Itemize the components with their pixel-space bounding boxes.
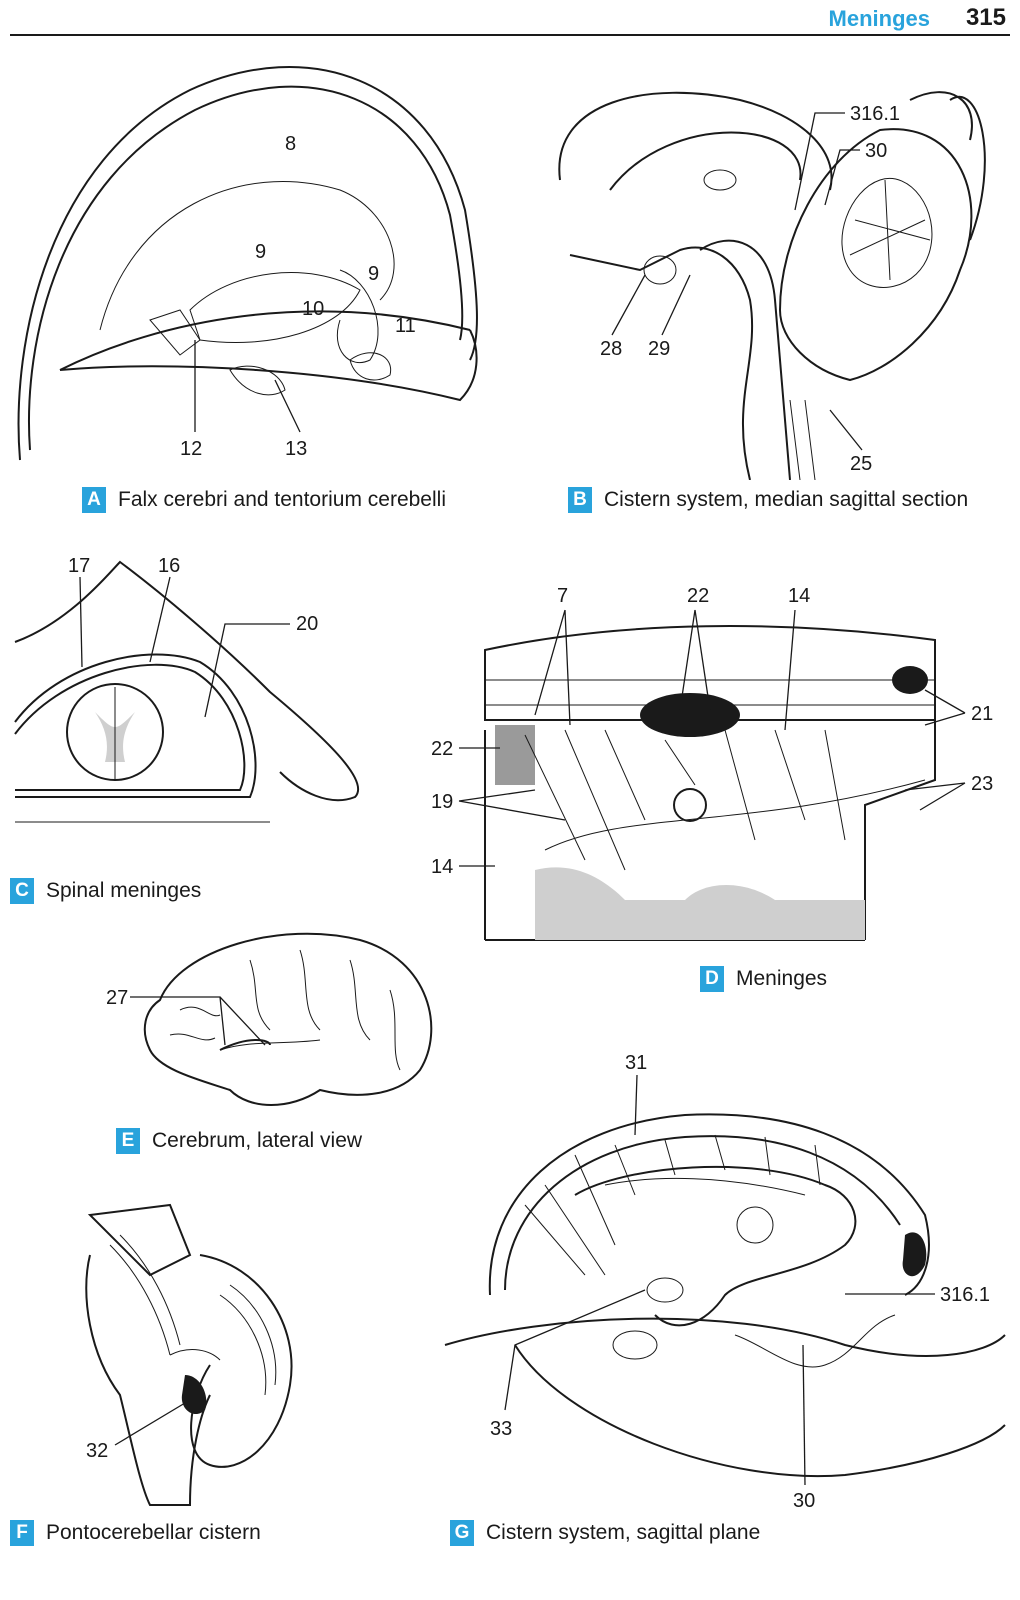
figure-a-illustration: 8 9 9 10 11 12 13 [17,66,478,461]
caption-e-text: Cerebrum, lateral view [152,1129,363,1152]
figure-b-cistern-median: 316.1 30 28 29 25 [550,40,1010,480]
label-12: 12 [180,438,202,460]
badge-e: E [116,1128,140,1154]
caption-c-text: Spinal meninges [46,879,202,902]
page-number: 315 [965,4,1006,31]
label-25: 25 [850,453,872,475]
caption-b-text: Cistern system, median sagittal section [604,488,969,511]
caption-e: E Cerebrum, lateral view [116,1128,362,1154]
figure-c-illustration: 17 16 20 [14,555,360,823]
label-29: 29 [648,338,670,360]
badge-f: F [10,1520,34,1546]
figure-g-cistern-sagittal: 31 316.1 33 30 [425,1045,1010,1510]
caption-d: D Meninges [700,966,827,992]
label-21: 21 [971,703,993,725]
label-16: 16 [158,555,180,577]
label-20: 20 [296,613,318,635]
caption-f-text: Pontocerebellar cistern [46,1521,261,1544]
figure-a-falx-tentorium: 8 9 9 10 11 12 13 [10,40,490,470]
badge-d: D [700,966,724,992]
caption-b: B Cistern system, median sagittal sectio… [568,487,968,513]
page-header: Meninges 315 [10,0,1010,38]
label-17: 17 [68,555,90,577]
label-33: 33 [490,1418,512,1440]
label-9a: 9 [255,241,266,263]
caption-f: F Pontocerebellar cistern [10,1520,261,1546]
label-28: 28 [600,338,622,360]
label-22b: 22 [431,738,453,760]
label-10: 10 [302,298,324,320]
figure-d-meninges-block: 7 22 14 22 21 19 23 14 [425,580,1010,950]
caption-d-text: Meninges [736,967,828,990]
badge-b: B [568,487,592,513]
label-14a: 14 [788,585,810,607]
caption-g-text: Cistern system, sagittal plane [486,1521,761,1544]
running-title: Meninges [828,6,930,31]
figure-e-cerebrum-lateral: 27 [100,920,445,1120]
label-31: 31 [625,1052,647,1074]
figure-d-illustration: 7 22 14 22 21 19 23 14 [431,585,993,941]
caption-a-text: Falx cerebri and tentorium cerebelli [118,488,446,511]
caption-g: G Cistern system, sagittal plane [450,1520,760,1546]
caption-c: C Spinal meninges [10,878,201,904]
badge-g: G [450,1520,474,1546]
caption-a: A Falx cerebri and tentorium cerebelli [82,487,446,513]
badge-c: C [10,878,34,904]
label-22a: 22 [687,585,709,607]
label-19: 19 [431,791,453,813]
figure-f-illustration: 32 [85,1203,293,1506]
label-8: 8 [285,133,296,155]
label-30-g: 30 [793,1490,815,1510]
figure-g-illustration: 31 316.1 33 30 [444,1052,1006,1510]
label-9b: 9 [368,263,379,285]
label-23: 23 [971,773,993,795]
label-316-1: 316.1 [850,103,900,125]
figure-e-illustration: 27 [106,932,433,1106]
figure-f-pontocerebellar: 32 [60,1195,310,1515]
label-32: 32 [86,1440,108,1462]
label-7: 7 [557,585,568,607]
figure-c-spinal-meninges: 17 16 20 [10,552,370,862]
badge-a: A [82,487,106,513]
label-30: 30 [865,140,887,162]
label-13: 13 [285,438,307,460]
header-rule [10,34,1010,36]
label-316-1-g: 316.1 [940,1284,990,1306]
label-14b: 14 [431,856,453,878]
figure-b-illustration: 316.1 30 28 29 25 [558,91,986,480]
label-11: 11 [395,315,416,337]
label-27: 27 [106,987,128,1009]
